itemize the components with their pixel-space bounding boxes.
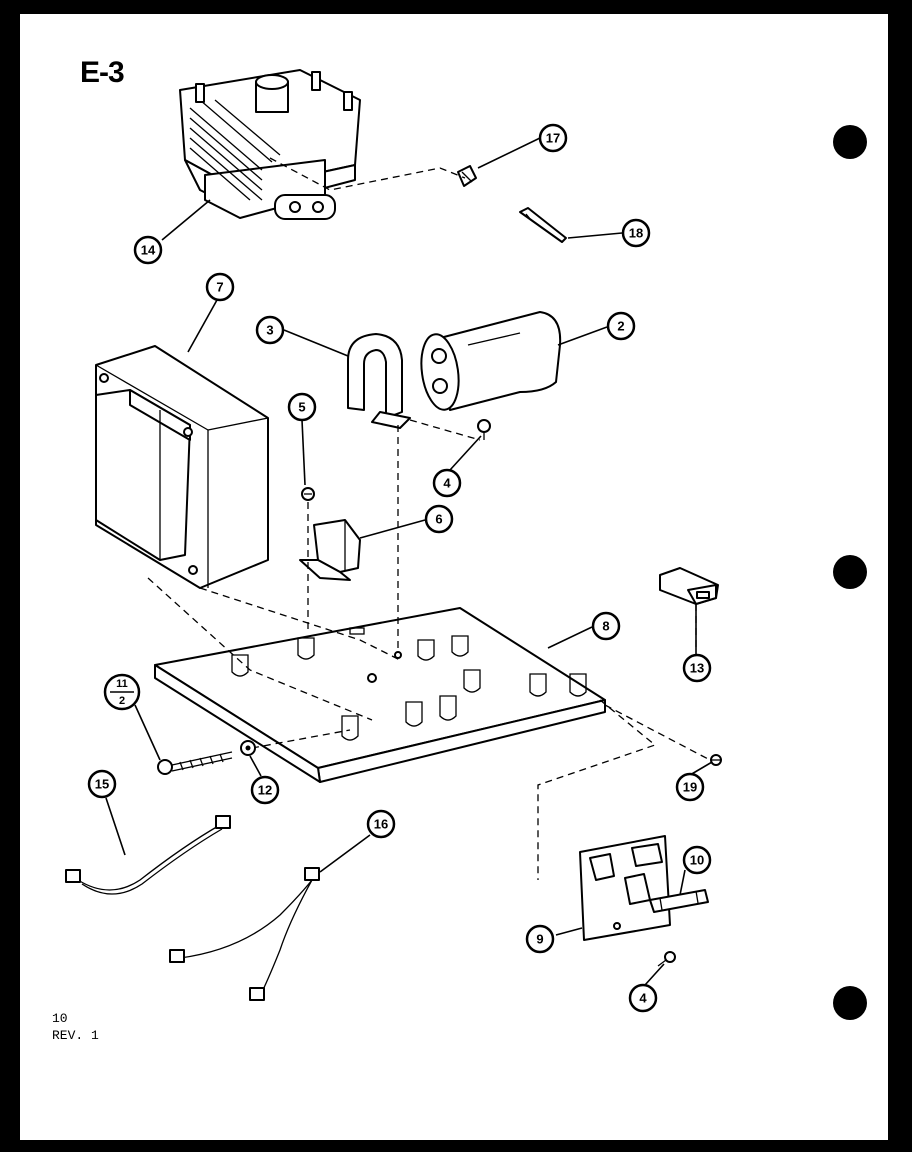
- callout-4-capacitor-screw: 4: [432, 468, 462, 498]
- wire-harness-15-part: [65, 815, 231, 895]
- page-number: 10: [52, 1011, 68, 1026]
- callout-label: 13: [690, 661, 704, 676]
- callout-label: 2: [617, 319, 624, 334]
- bolt-part: [157, 751, 233, 775]
- screw-part-4-bottom: [657, 951, 676, 967]
- magnetron-part: [179, 69, 361, 220]
- callout-8: 8: [591, 611, 621, 641]
- callout-4-board-screw: 4: [628, 983, 658, 1013]
- revision-label: REV. 1: [52, 1028, 99, 1043]
- callout-label: 10: [690, 853, 704, 868]
- callout-3: 3: [255, 315, 285, 345]
- callout-label: 19: [683, 780, 697, 795]
- callout-17: 17: [538, 123, 568, 153]
- callout-13: 13: [682, 653, 712, 683]
- diode-bracket-part: [299, 519, 361, 581]
- parts-sheet: [20, 14, 888, 1140]
- washer-part: [240, 740, 256, 756]
- callout-label: 9: [536, 932, 543, 947]
- binder-hole-top: [833, 125, 867, 159]
- thermal-protector-part: [457, 165, 477, 187]
- callout-label: 7: [216, 280, 223, 295]
- callout-label: 15: [95, 777, 109, 792]
- callout-15: 15: [87, 769, 117, 799]
- callout-7: 7: [205, 272, 235, 302]
- callout-9: 9: [525, 924, 555, 954]
- callout-2: 2: [606, 311, 636, 341]
- base-plate-part: [154, 607, 606, 783]
- callout-sub-label: 2: [119, 695, 125, 707]
- circuit-board-part: [579, 835, 671, 941]
- callout-label: 11: [116, 678, 128, 690]
- assembly-guide-lines: [147, 157, 711, 880]
- callout-14: 14: [133, 235, 163, 265]
- transformer-part: [95, 345, 269, 589]
- callout-label: 5: [298, 400, 305, 415]
- screw-part-19: [710, 754, 722, 766]
- callout-6: 6: [424, 504, 454, 534]
- fuse-holder-part: [659, 567, 719, 605]
- callout-label: 6: [435, 512, 442, 527]
- callout-label: 16: [374, 817, 388, 832]
- callout-label: 17: [546, 131, 560, 146]
- callout-label: 4: [639, 991, 647, 1006]
- callout-18: 18: [621, 218, 651, 248]
- callout-11-2: 11 2: [103, 673, 141, 711]
- callout-label: 8: [602, 619, 609, 634]
- screw-part-4-top: [477, 419, 491, 440]
- callout-label: 18: [629, 226, 643, 241]
- callout-5: 5: [287, 392, 317, 422]
- diagram-title: E-3: [80, 56, 125, 89]
- callout-19: 19: [675, 772, 705, 802]
- callout-16: 16: [366, 809, 396, 839]
- page-footer: 10 REV. 1: [52, 1010, 99, 1044]
- sensor-probe-part: [519, 207, 567, 243]
- capacitor-clamp-part: [347, 333, 411, 429]
- fuse-part: [649, 889, 709, 913]
- callout-label: 4: [443, 476, 451, 491]
- callout-10: 10: [682, 845, 712, 875]
- binder-hole-bottom: [833, 986, 867, 1020]
- wire-harness-16-part: [169, 867, 320, 1001]
- binder-hole-middle: [833, 555, 867, 589]
- callout-label: 3: [266, 323, 273, 338]
- callout-label: 12: [258, 783, 272, 798]
- callout-label: 14: [141, 243, 156, 258]
- capacitor-part: [420, 311, 562, 411]
- screw-part-5: [301, 487, 315, 501]
- callout-leaders: [105, 137, 713, 986]
- callout-12: 12: [250, 775, 280, 805]
